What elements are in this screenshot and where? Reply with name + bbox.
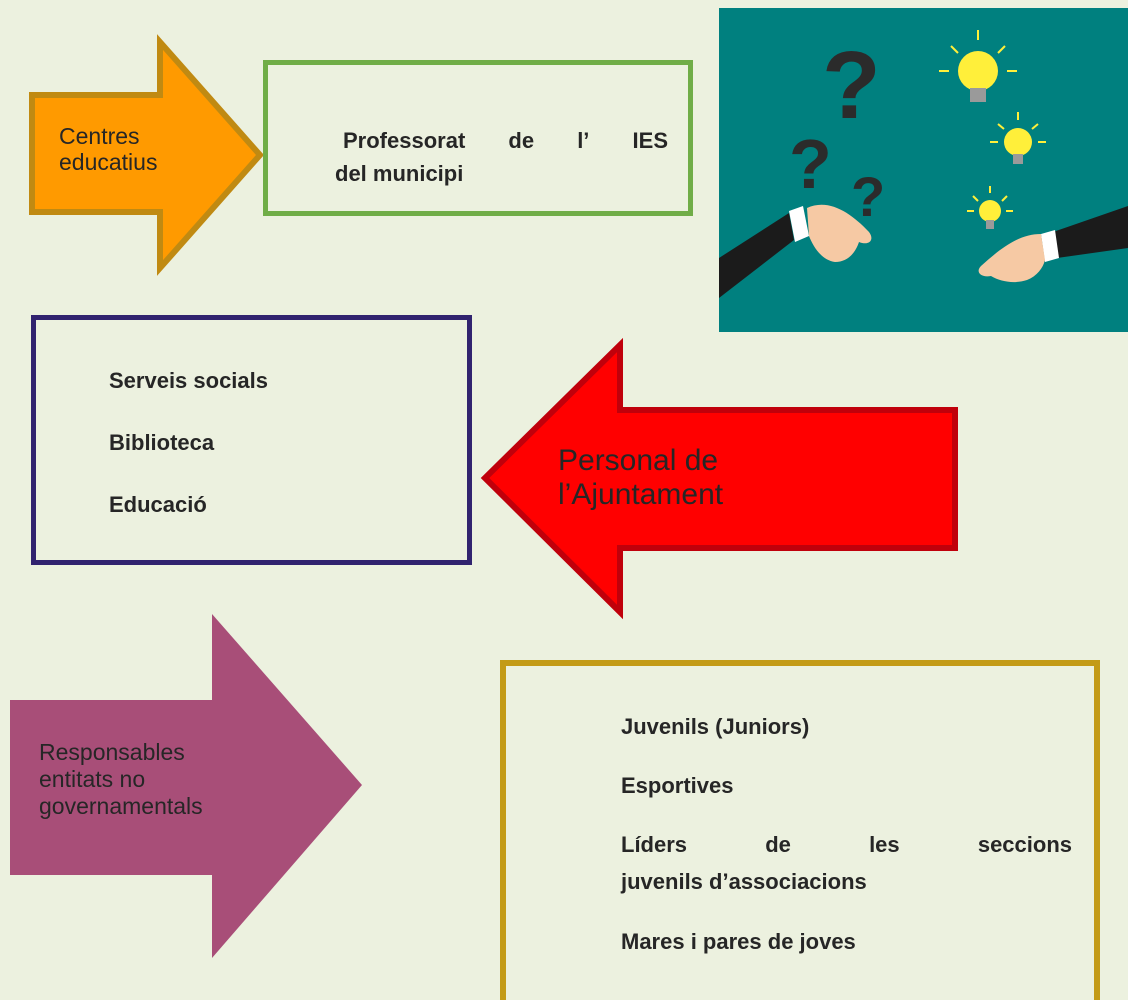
box-professorat [263,60,693,216]
left-hand-icon [719,204,872,298]
arrow-educatius-line2: educatius [59,149,158,176]
arrow-entitats-label: Responsables entitats no governamentals [39,739,203,820]
professorat-line2: del municipi [335,161,464,186]
professorat-word-3: l’ [577,128,590,153]
arrow-entitats-line3: governamentals [39,793,203,820]
liders-word-2: de [765,832,791,857]
ajuntament-item-serveis-socials: Serveis socials [109,368,269,393]
arrow-ajuntament-line1: Personal de [558,444,719,477]
professorat-word-1: Professorat [343,128,466,153]
arrow-educatius-label: Centres educatius [59,123,157,176]
arrow-entitats-no-governamentals [10,614,362,958]
box-ajuntament [31,315,472,565]
entitats-item-liders-line2: juvenils d’associacions [621,869,867,894]
light-bulb-icon [990,112,1046,164]
professorat-text: Professorat de l’ IES del municipi [335,128,668,187]
question-mark-icon: ? [851,165,885,228]
entitats-item-mares-pares: Mares i pares de joves [621,929,856,954]
box-entitats [500,660,1100,1000]
liders-word-4: seccions [977,832,1072,857]
professorat-line1: Professorat de l’ IES [335,128,668,154]
light-bulb-icon [939,30,1017,102]
entitats-item-liders-line1: Líders de les seccions [621,832,1072,858]
right-hand-icon [978,206,1128,283]
arrow-entitats-line2: entitats no [39,766,146,793]
ajuntament-item-biblioteca: Biblioteca [109,430,215,455]
entitats-item-esportives: Esportives [621,773,734,798]
question-mark-icon: ? [789,125,832,203]
arrow-entitats-line1: Responsables [39,739,185,765]
question-mark-icon: ? [822,32,881,139]
arrow-ajuntament-line2: l’Ajuntament [558,477,724,511]
entitats-item-juvenils: Juvenils (Juniors) [621,714,810,739]
arrow-educatius-line1: Centres [59,123,140,149]
professorat-word-4: IES [632,128,668,153]
hands-question-bulb-illustration: ? ? ? [719,8,1128,332]
ajuntament-item-educacio: Educació [109,492,207,517]
arrow-personal-ajuntament [480,337,958,620]
liders-word-1: Líders [621,832,688,857]
professorat-word-2: de [508,128,535,153]
arrow-ajuntament-label: Personal de l’Ajuntament [558,444,723,511]
light-bulb-icon [967,186,1013,229]
arrow-centres-educatius [29,34,265,276]
liders-word-3: les [869,832,900,857]
